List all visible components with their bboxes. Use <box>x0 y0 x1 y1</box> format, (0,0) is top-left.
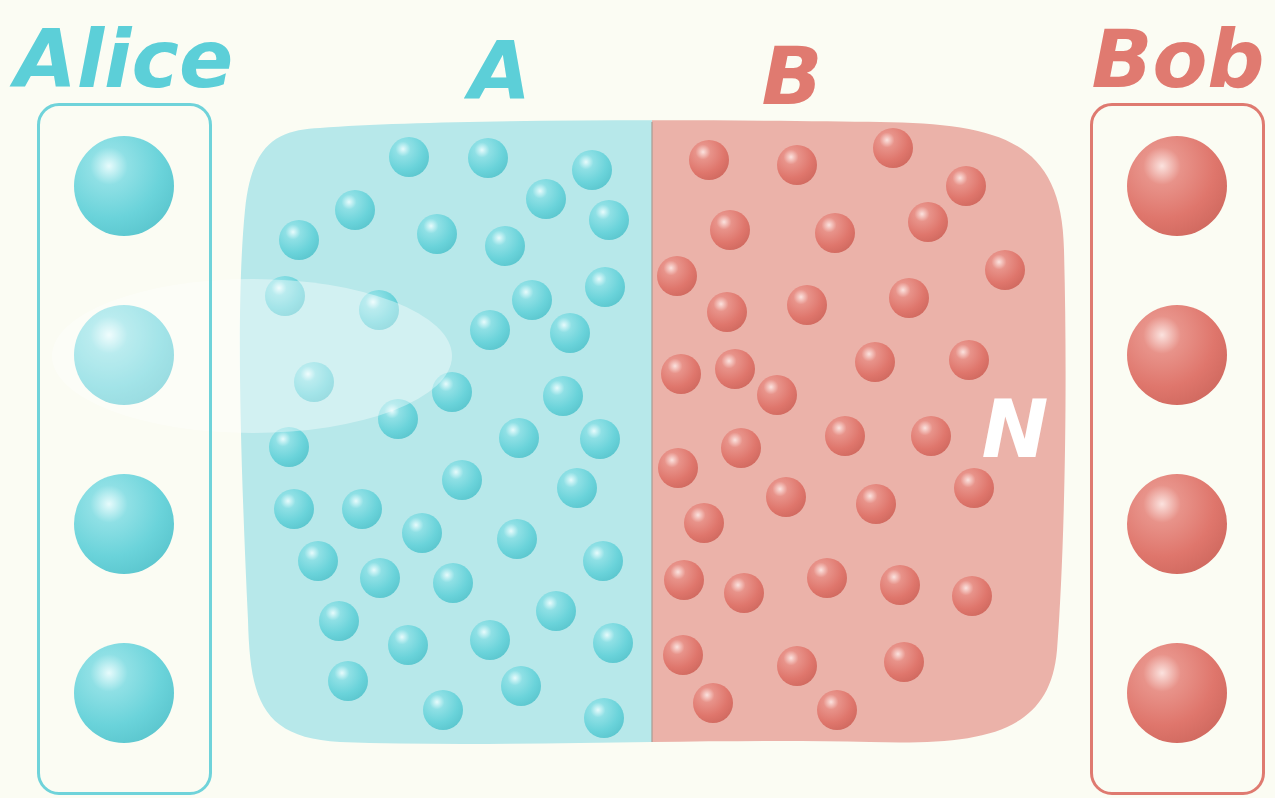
node-title: Bob <box>1091 20 1264 100</box>
particle <box>543 376 583 416</box>
particle <box>889 278 929 318</box>
particle <box>557 468 597 508</box>
particle <box>911 416 951 456</box>
particle <box>777 646 817 686</box>
particle <box>664 560 704 600</box>
particle <box>807 558 847 598</box>
particle <box>417 214 457 254</box>
particle <box>342 489 382 529</box>
party-box: Bob <box>1090 103 1265 795</box>
particle <box>485 226 525 266</box>
particle <box>470 620 510 660</box>
particle <box>572 150 612 190</box>
node-title: Alice <box>15 20 233 100</box>
system-blob <box>240 120 1066 744</box>
particle <box>710 210 750 250</box>
particle <box>684 503 724 543</box>
particle <box>589 200 629 240</box>
qubit <box>74 643 174 743</box>
particle <box>269 427 309 467</box>
particle <box>787 285 827 325</box>
particle <box>442 460 482 500</box>
particle <box>388 625 428 665</box>
node-title: A <box>469 32 531 112</box>
particle <box>715 349 755 389</box>
particle <box>855 342 895 382</box>
particle <box>274 489 314 529</box>
particle <box>360 558 400 598</box>
particle <box>707 292 747 332</box>
particle <box>319 601 359 641</box>
particle <box>593 623 633 663</box>
particle <box>952 576 992 616</box>
particle <box>499 418 539 458</box>
particle <box>815 213 855 253</box>
particle <box>884 642 924 682</box>
particle <box>693 683 733 723</box>
qubit <box>1127 305 1227 405</box>
particle <box>949 340 989 380</box>
particle <box>661 354 701 394</box>
particle <box>689 140 729 180</box>
particle <box>279 220 319 260</box>
node-title: B <box>762 37 823 117</box>
particle <box>580 419 620 459</box>
particle <box>954 468 994 508</box>
particle <box>536 591 576 631</box>
particles <box>265 128 1025 738</box>
particle <box>721 428 761 468</box>
particle <box>766 477 806 517</box>
particle <box>908 202 948 242</box>
particle <box>402 513 442 553</box>
particle <box>433 563 473 603</box>
particle <box>423 690 463 730</box>
particle <box>856 484 896 524</box>
particle <box>657 256 697 296</box>
particle <box>328 661 368 701</box>
particle <box>873 128 913 168</box>
particle <box>757 375 797 415</box>
particle <box>389 137 429 177</box>
particle <box>335 190 375 230</box>
particle <box>880 565 920 605</box>
particle <box>777 145 817 185</box>
particle <box>583 541 623 581</box>
particle <box>663 635 703 675</box>
particle <box>468 138 508 178</box>
region-a-fill <box>240 120 652 744</box>
particle <box>817 690 857 730</box>
divider <box>651 122 652 742</box>
region-b-fill <box>652 120 1066 744</box>
particle <box>497 519 537 559</box>
particle <box>985 250 1025 290</box>
particle <box>550 313 590 353</box>
particle <box>946 166 986 206</box>
system-label: N <box>982 390 1049 470</box>
particle <box>825 416 865 456</box>
party-box: Alice <box>37 103 212 795</box>
particle <box>724 573 764 613</box>
region: A <box>240 122 652 745</box>
qubit <box>1127 643 1227 743</box>
particle <box>298 541 338 581</box>
qubit <box>1127 136 1227 236</box>
particle <box>526 179 566 219</box>
entanglement-ellipse <box>52 279 452 433</box>
particle <box>585 267 625 307</box>
particle <box>584 698 624 738</box>
qubit <box>74 136 174 236</box>
particle <box>470 310 510 350</box>
qubit <box>1127 474 1227 574</box>
qubit <box>74 474 174 574</box>
particle <box>658 448 698 488</box>
particle <box>512 280 552 320</box>
particle <box>501 666 541 706</box>
qubits <box>74 136 1227 743</box>
